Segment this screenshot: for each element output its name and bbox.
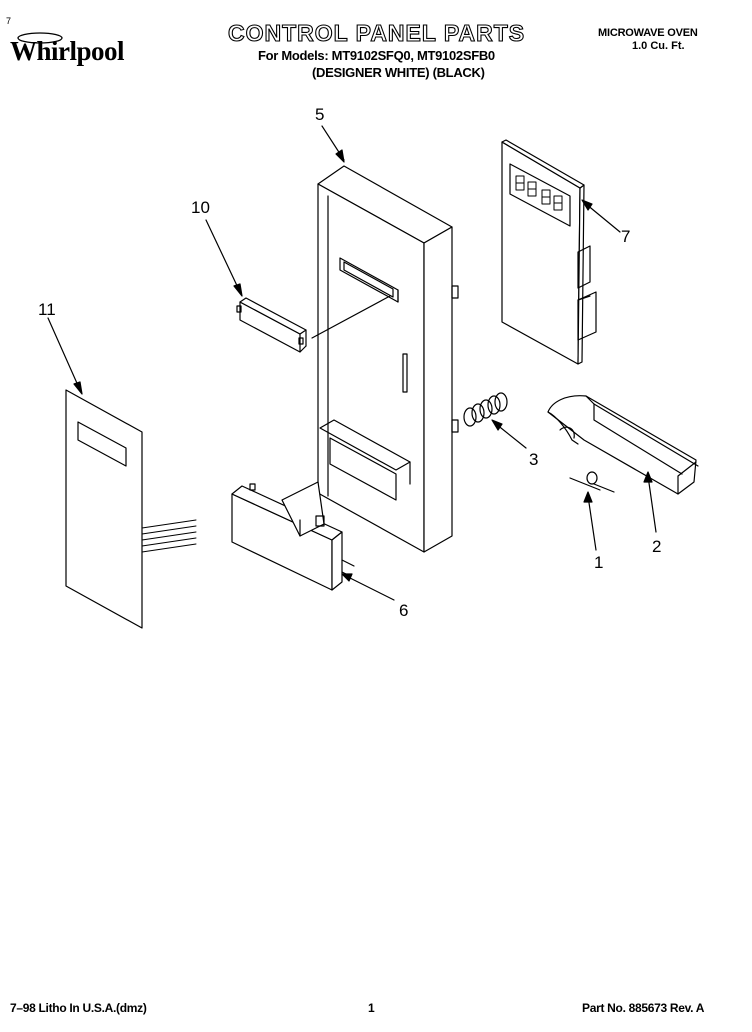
variants-line: (DESIGNER WHITE) (BLACK)	[312, 65, 485, 80]
part-2-release-lever	[547, 395, 699, 495]
brand-wordmark: Whirlpool	[10, 36, 125, 66]
callout-3: 3	[529, 450, 539, 469]
product-type: MICROWAVE OVEN	[598, 27, 698, 39]
product-capacity: 1.0 Cu. Ft.	[632, 40, 685, 52]
part-3-spring	[463, 392, 508, 427]
part-5-control-frame	[317, 165, 459, 553]
callout-5: 5	[315, 105, 325, 124]
models-line: For Models: MT9102SFQ0, MT9102SFB0	[258, 48, 495, 63]
part-1-spring-clip	[569, 471, 615, 493]
footer-litho: 7–98 Litho In U.S.A.(dmz)	[10, 1001, 147, 1015]
callout-11: 11	[38, 300, 56, 319]
whirlpool-logo	[17, 32, 63, 44]
callout-1: 1	[594, 553, 604, 572]
logo-badge-shape	[17, 32, 63, 44]
footer-part-number: Part No. 885673 Rev. A	[582, 1001, 705, 1015]
part-7-control-board	[501, 139, 597, 365]
callout-6: 6	[399, 601, 409, 620]
leader-arrows	[47, 125, 657, 601]
part-6-button-housing	[231, 481, 355, 591]
callout-2: 2	[652, 537, 662, 556]
callout-10: 10	[191, 198, 210, 217]
page-title: CONTROL PANEL PARTS	[227, 19, 526, 46]
callout-7: 7	[621, 227, 631, 246]
part-10-bracket	[236, 295, 391, 353]
footer-page-number: 1	[368, 1001, 375, 1015]
part-11-touch-panel	[65, 389, 197, 629]
corner-mark: 7	[6, 16, 12, 26]
